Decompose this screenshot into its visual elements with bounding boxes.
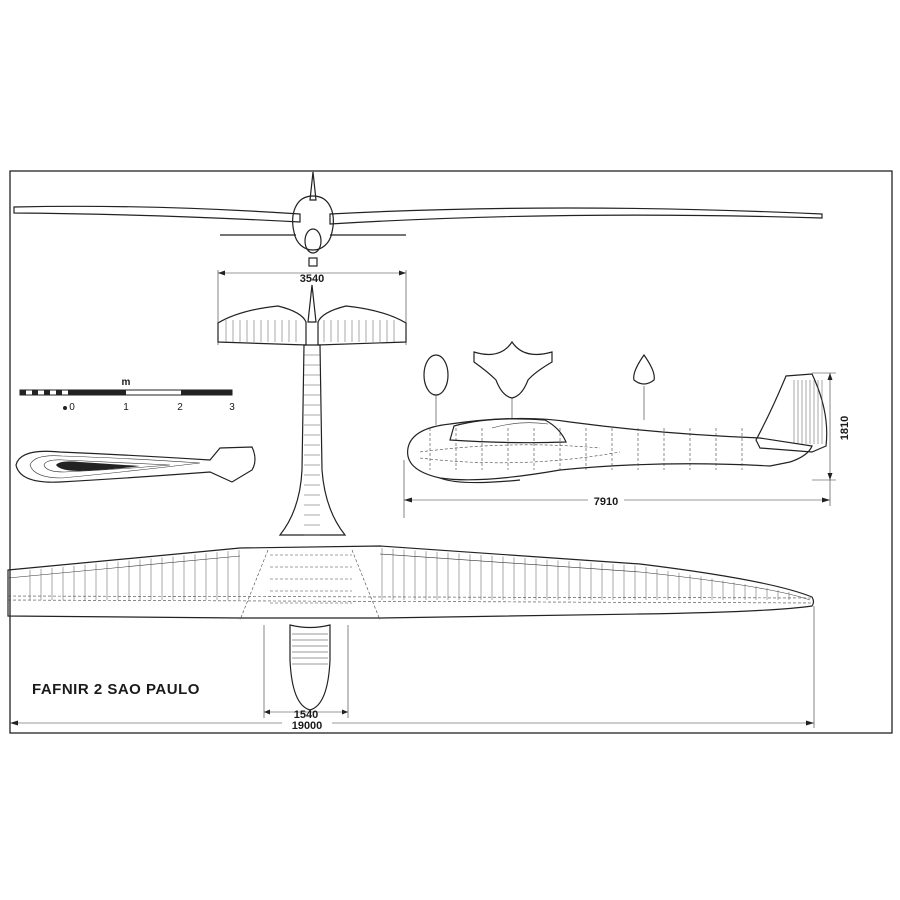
scale-tick-1: 1 — [123, 402, 129, 413]
scale-unit: m — [122, 377, 131, 388]
wingspan-label: 19000 — [292, 720, 323, 732]
fuselage-width-dimension: 1540 — [263, 625, 349, 721]
length-label: 7910 — [594, 496, 618, 508]
drawing-title: FAFNIR 2 SAO PAULO — [32, 681, 200, 698]
scale-tick-3: 3 — [229, 402, 235, 413]
scale-tick-2: 2 — [177, 402, 183, 413]
side-view — [407, 373, 828, 484]
front-view — [13, 171, 823, 267]
plan-view — [7, 284, 815, 711]
tailplane-span-label: 3540 — [300, 273, 324, 285]
scale-tick-0: 0 — [69, 402, 75, 413]
wing-profile — [15, 446, 256, 483]
cross-sections — [423, 340, 655, 425]
drawing-border — [9, 170, 893, 734]
height-label: 1810 — [839, 416, 851, 440]
wingspan-dimension: 19000 — [10, 606, 815, 732]
scale-bar: m 0 1 2 3 — [19, 377, 235, 413]
tailplane-span-dimension: 3540 — [217, 270, 407, 345]
height-dimension: 1810 — [812, 372, 851, 481]
length-dimension: 7910 — [403, 460, 831, 518]
